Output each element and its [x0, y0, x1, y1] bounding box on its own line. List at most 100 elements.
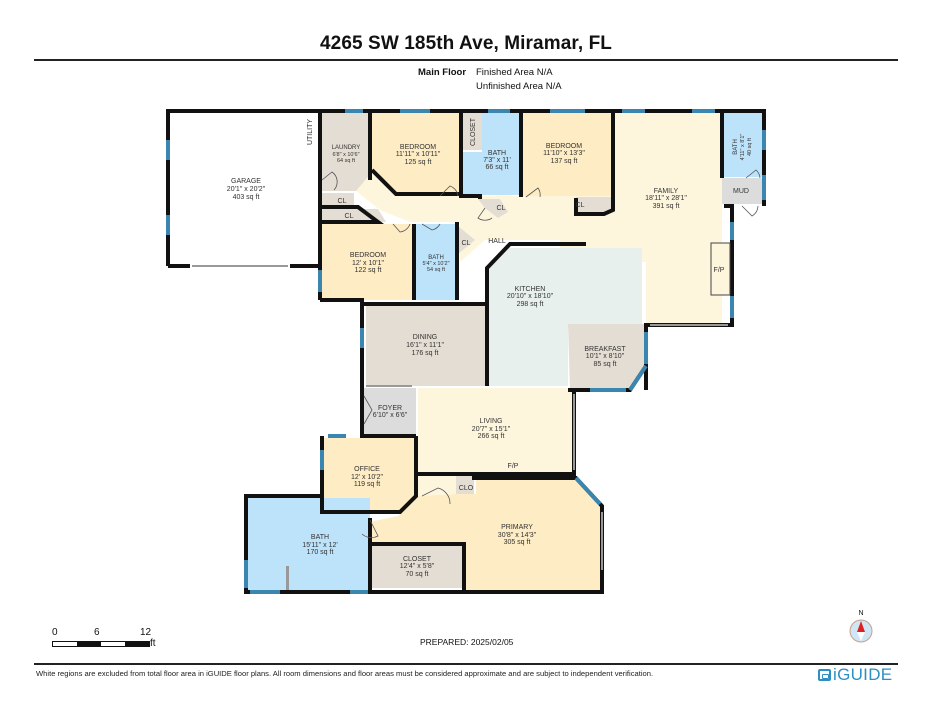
unfinished-area: Unfinished Area N/A [476, 81, 562, 92]
bath2-area [724, 113, 762, 177]
bedroom2-name: BEDROOM [546, 143, 582, 150]
fp-family-label: F/P [714, 267, 725, 274]
cl1-area [322, 193, 354, 207]
compass-icon [849, 619, 873, 643]
floor-label: Main Floor [418, 67, 467, 78]
cl2-area [322, 209, 386, 222]
bedroom3-dims: 12' x 10'1" [352, 260, 385, 267]
window [628, 364, 648, 392]
scale-tick-12: 12 [140, 627, 152, 638]
bath4-dims: 15'11" x 12' [302, 542, 337, 549]
dining-area [366, 304, 486, 386]
door-swing [421, 487, 451, 505]
bath3-area [416, 224, 456, 300]
iguide-logo-text: iGUIDE [833, 665, 893, 684]
scale-unit: ft [150, 638, 156, 649]
exterior-wall-north [166, 109, 766, 266]
scale-tick-0: 0 [52, 627, 58, 638]
door-swing [363, 395, 373, 425]
bath4-name: BATH [311, 534, 329, 541]
scale-tick-6: 6 [94, 627, 100, 638]
cl3-area [458, 226, 475, 254]
door-swing [421, 223, 441, 231]
mud-label: MUD [733, 188, 749, 195]
office-area [322, 438, 414, 510]
closet-primary-walls [370, 542, 466, 592]
primary-area [370, 478, 602, 590]
page-title: 4265 SW 185th Ave, Miramar, FL [320, 33, 612, 54]
bedroom3-area-label: 122 sq ft [355, 267, 382, 274]
closet-primary-area-label: 70 sq ft [406, 571, 429, 578]
dining-area-label: 176 sq ft [412, 350, 439, 357]
foyer-name: FOYER [378, 405, 402, 412]
bedroom2-area-label: 137 sq ft [551, 158, 578, 165]
cl1-label: CL [338, 198, 347, 205]
bedroom1-south [370, 168, 460, 196]
closet-top-area [462, 113, 482, 150]
laundry-area [322, 113, 370, 191]
garage-area-label: 403 sq ft [233, 194, 260, 201]
cl4-area [576, 197, 612, 212]
hall-area [356, 172, 612, 262]
kitchen-area [487, 248, 642, 386]
kitchen-name: KITCHEN [515, 286, 546, 293]
family-name: FAMILY [654, 188, 679, 195]
laundry-area-label: 64 sq ft [337, 158, 356, 164]
hall-label: HALL [488, 238, 506, 245]
disclaimer: White regions are excluded from total fl… [36, 669, 654, 678]
garage-dims: 20'1" x 20'2" [227, 186, 266, 193]
compass: N [846, 610, 876, 643]
family-area-label: 391 sq ft [653, 203, 680, 210]
bedroom3-west [320, 298, 488, 306]
primary-area-label: 305 sq ft [504, 539, 531, 546]
garage-area [168, 111, 320, 266]
hall-diag-wall [485, 242, 586, 386]
cl3-label: CL [497, 205, 506, 212]
bath2-dims: 4'11" x 8'1" [740, 134, 746, 161]
bath3-name: BATH [428, 255, 444, 261]
office-dims: 12' x 10'2" [351, 474, 384, 481]
foyer-dims: 6'10" x 6'6" [373, 412, 408, 419]
compass-north-label: N [858, 610, 864, 617]
mud-area [722, 178, 764, 204]
bedroom3-area [322, 224, 414, 300]
office-name: OFFICE [354, 466, 380, 473]
cl2-label: CL [345, 213, 354, 220]
scale-bar-graphic [52, 641, 150, 647]
laundry-name: LAUNDRY [332, 145, 361, 151]
cl-near-bath1 [478, 199, 508, 218]
room-fills [168, 111, 764, 590]
bedroom1-east [459, 111, 482, 199]
bath1-name: BATH [488, 150, 506, 157]
cl-walls [322, 205, 384, 224]
door-swing [741, 205, 759, 217]
bedroom2-area [522, 113, 612, 197]
breakfast-area [568, 324, 644, 390]
living-area-label: 266 sq ft [478, 433, 505, 440]
bath1-area-label: 66 sq ft [486, 164, 509, 171]
living-dims: 20'7" x 15'1" [472, 426, 511, 433]
living-area [418, 388, 572, 472]
closet-primary-dims: 12'4" x 5'8" [400, 563, 435, 570]
dining-name: DINING [413, 334, 438, 341]
bedroom3-name: BEDROOM [350, 252, 386, 259]
prepared-date: PREPARED: 2025/02/05 [420, 637, 514, 647]
windows [166, 109, 766, 594]
utility-label: UTILITY [307, 119, 314, 145]
laundry-dims: 6'8" x 10'6" [332, 152, 359, 158]
door-swing [361, 519, 379, 538]
living-name: LIVING [480, 418, 503, 425]
bath4-fixture [286, 566, 289, 590]
kitchen-area-label: 298 sq ft [517, 301, 544, 308]
fp-living-label: F/P [508, 463, 519, 470]
clo-label: CLO [459, 485, 474, 492]
bath1-area [462, 113, 520, 195]
bedroom1-area [372, 113, 460, 194]
bath3-area-label: 54 sq ft [427, 267, 446, 273]
foyer-area [364, 388, 416, 436]
bath4-area-label: 170 sq ft [307, 549, 334, 556]
bedroom1-dims: 11'11" x 10'11" [396, 151, 441, 158]
door-swings [321, 169, 761, 538]
